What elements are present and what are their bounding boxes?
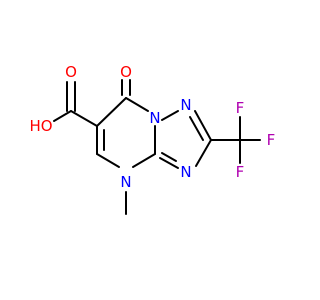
bond-n3-c3a-inner	[161, 152, 177, 162]
fluorine-right-label: F	[267, 131, 276, 149]
bond-cacid-oh	[53, 110, 72, 122]
bond-c6-c7	[96, 97, 127, 127]
bond-c2-n3	[195, 139, 212, 167]
bond-c6-cacid	[70, 110, 98, 127]
triazole-nitrogen-bottom-label: N	[180, 163, 191, 181]
bond-n4-c5	[96, 153, 120, 168]
bridgehead-nitrogen-label: N	[149, 109, 160, 127]
bond-c3a-n4	[132, 153, 156, 168]
bond-c7-n1	[125, 97, 149, 112]
hydroxyl-label: HO	[29, 117, 52, 135]
atom-labels: O O HO N N N N F F F	[29, 63, 275, 191]
triazole-nitrogen-top-label: N	[180, 96, 191, 114]
bonds	[53, 79, 261, 215]
bond-n3-c3a	[159, 157, 179, 169]
ketone-oxygen-label: O	[120, 63, 132, 81]
methyl-nitrogen-label: N	[120, 173, 131, 191]
fluorine-bottom-label: F	[236, 163, 245, 181]
chemical-structure-diagram: O O HO N N N N F F F	[29, 63, 275, 215]
bond-n2-c2	[194, 110, 212, 141]
acid-carbonyl-oxygen-label: O	[65, 63, 77, 81]
bond-n1-n2	[161, 110, 179, 121]
bond-n2-c2-inner	[189, 116, 204, 141]
fluorine-top-label: F	[236, 99, 245, 117]
